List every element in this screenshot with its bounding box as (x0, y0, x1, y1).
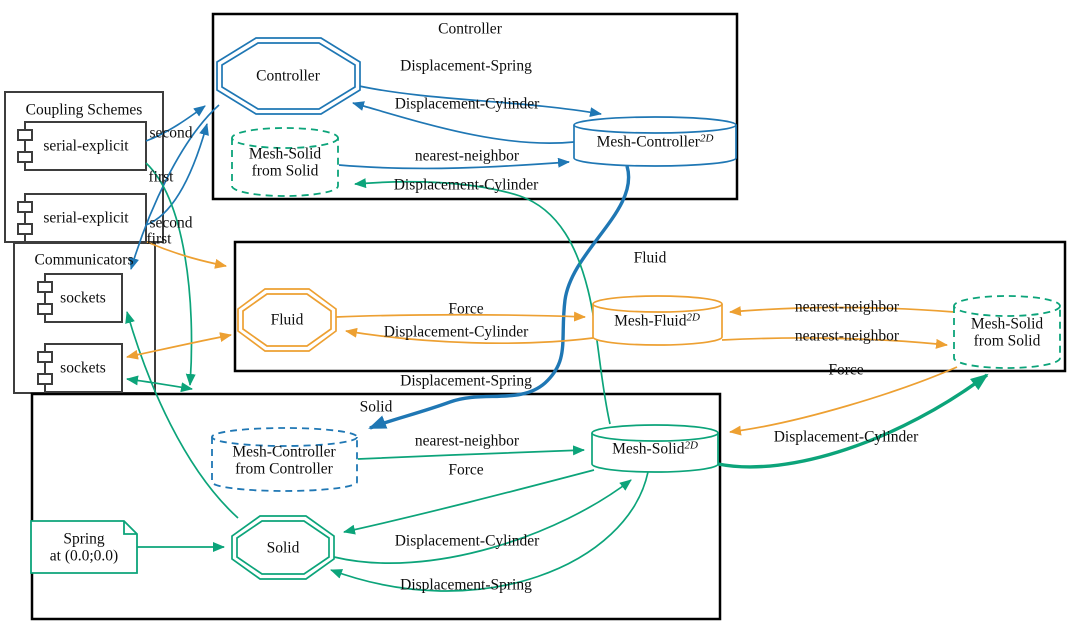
communicators-title: Communicators (34, 251, 134, 269)
scheme1-second-label: second (149, 124, 193, 142)
communicator1-label: sockets (60, 289, 106, 307)
participant-title-controller: Controller (438, 20, 502, 38)
edge-fluid-sockets2 (126, 332, 232, 360)
component-tab-icon (37, 303, 53, 315)
component-tab-icon (37, 351, 53, 363)
edge-label-fluid-read: Displacement-Cylinder (383, 323, 529, 341)
edge-label-exchange-to-controller: Displacement-Cylinder (393, 176, 539, 194)
edge-label-fluid-mapping-write: nearest-neighbor (794, 327, 900, 345)
mesh-label-solid: Mesh-Solid2D (612, 439, 698, 458)
received-mesh-label-solid: Mesh-Controller from Controller (232, 443, 336, 478)
scheme2-first-label: first (146, 230, 172, 248)
received-mesh-label-fluid: Mesh-Solid from Solid (970, 315, 1044, 350)
edge-label-exchange-displacement-spring: Displacement-Spring (400, 372, 532, 390)
edge-label-controller-write: Displacement-Spring (400, 57, 532, 75)
mesh-dim-solid: 2D (684, 439, 698, 452)
scheme2-label: serial-explicit (43, 209, 129, 227)
edge-solid-write-displacement-cylinder (333, 479, 632, 564)
edge-solid-read-force (343, 469, 595, 535)
edge-exchange-displacement-cylinder-to-fluid (717, 373, 989, 469)
mesh-dim-fluid: 2D (686, 311, 700, 324)
component-tab-icon (37, 373, 53, 385)
scheme1-first-label: first (148, 168, 174, 186)
component-tab-icon (17, 151, 33, 163)
edge-solid-sockets1 (125, 311, 239, 519)
component-tab-icon (17, 201, 33, 213)
edge-label-controller-mapping: nearest-neighbor (414, 147, 520, 165)
note-spring-label: Spring at (0.0;0.0) (49, 530, 119, 565)
edge-label-solid-read-force: Force (448, 461, 484, 479)
scheme2-second-label: second (149, 214, 193, 232)
component-tab-icon (37, 281, 53, 293)
scheme1-label: serial-explicit (43, 137, 129, 155)
edge-label-solid-write-cylinder: Displacement-Cylinder (394, 532, 540, 550)
coupling-schemes-title: Coupling Schemes (25, 101, 143, 119)
component-tab-icon (17, 223, 33, 235)
participant-box-solid (30, 392, 722, 621)
received-mesh-label-controller: Mesh-Solid from Solid (248, 145, 322, 180)
mesh-label-controller: Mesh-Controller2D (596, 132, 714, 151)
edge-label-fluid-mapping-read: nearest-neighbor (794, 298, 900, 316)
solver-label-solid: Solid (266, 539, 300, 557)
participant-title-fluid: Fluid (633, 249, 667, 267)
edge-label-solid-read-spring: Displacement-Spring (400, 576, 532, 594)
edge-solid-mapping-nearest-neighbor (357, 445, 585, 460)
edge-scheme1-first-solid (145, 162, 196, 386)
edge-label-exchange-displacement-cylinder: Displacement-Cylinder (773, 428, 919, 446)
edge-label-controller-read: Displacement-Cylinder (394, 95, 540, 113)
edge-label-fluid-write: Force (448, 300, 484, 318)
mesh-label-fluid: Mesh-Fluid2D (614, 311, 700, 330)
component-tab-icon (17, 129, 33, 141)
solver-label-fluid: Fluid (270, 311, 304, 329)
edge-label-solid-mapping: nearest-neighbor (414, 432, 520, 450)
edge-label-exchange-force: Force (828, 361, 864, 379)
edge-solid-sockets2 (126, 375, 193, 393)
communicator2-label: sockets (60, 359, 106, 377)
mesh-dim-controller: 2D (699, 132, 714, 145)
solver-label-controller: Controller (256, 67, 320, 85)
participant-title-solid: Solid (359, 398, 393, 416)
